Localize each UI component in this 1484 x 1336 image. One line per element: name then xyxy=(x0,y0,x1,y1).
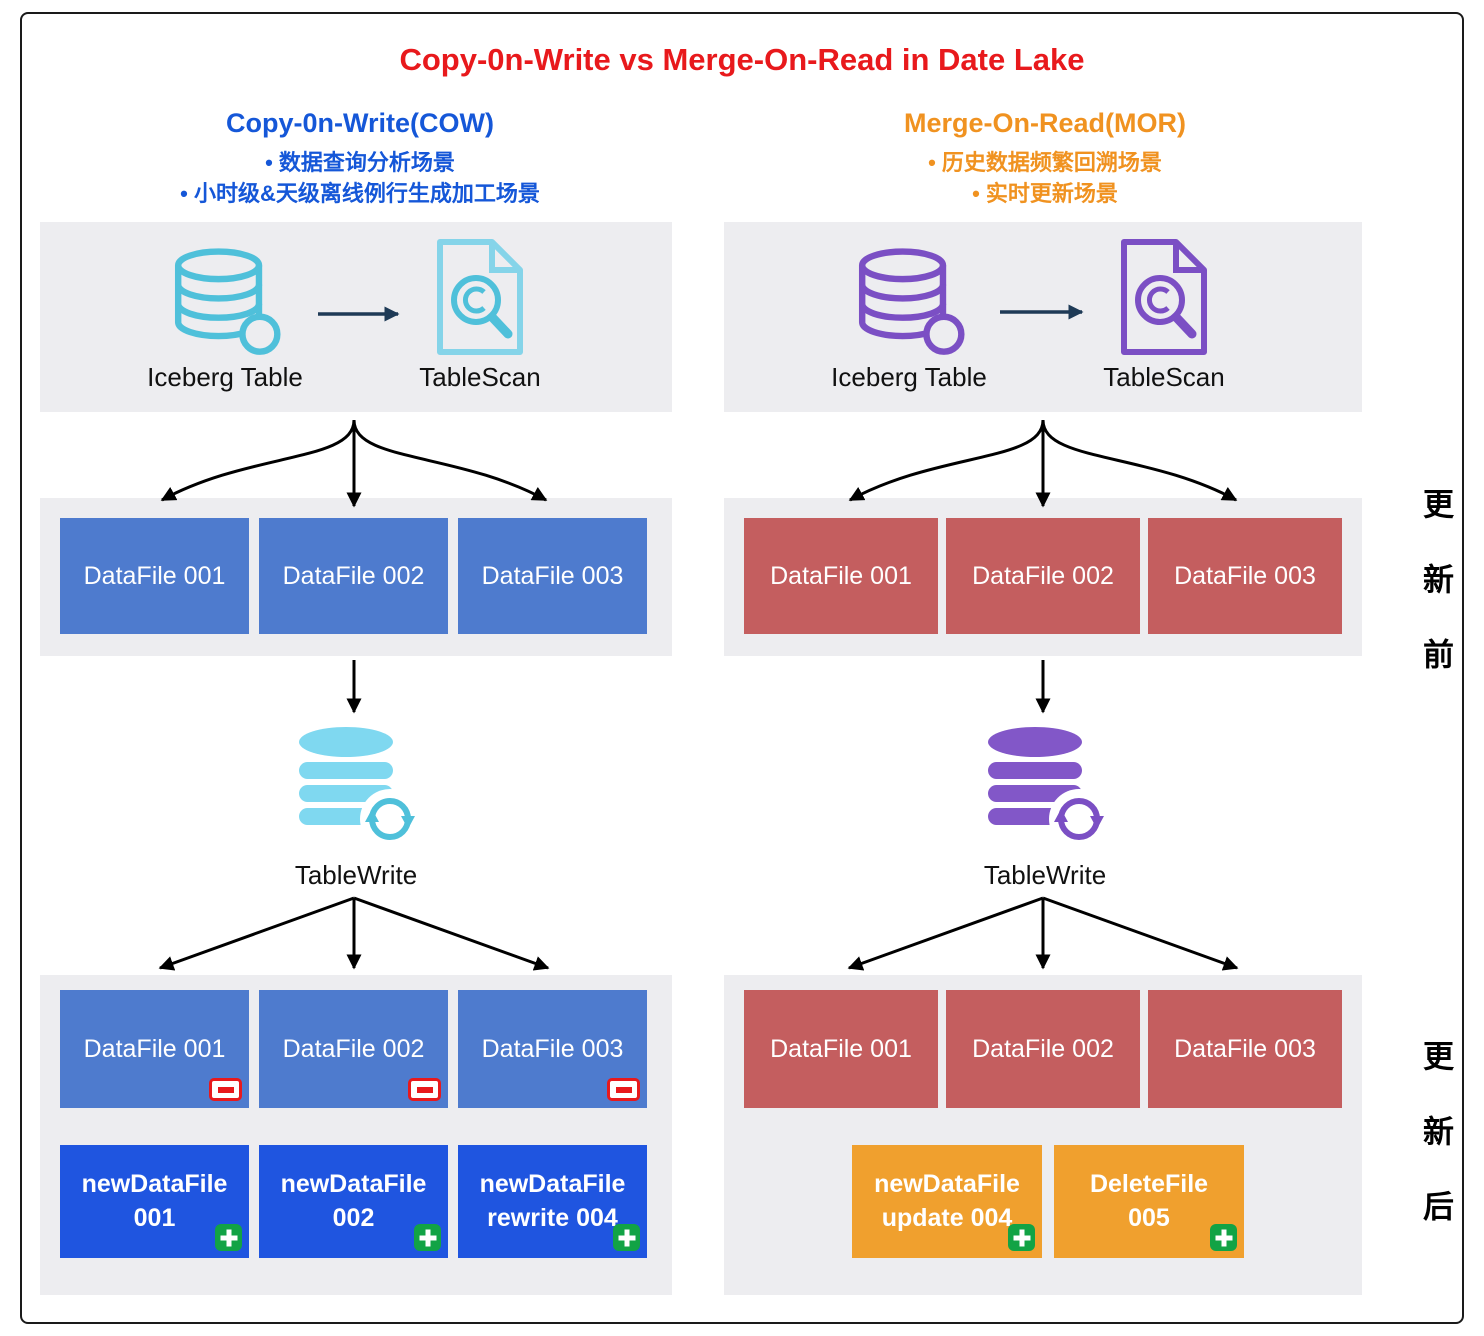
cow-scan-panel: Iceberg Table TableScan xyxy=(40,222,672,412)
file-label: DataFile 003 xyxy=(481,1034,624,1063)
mor-bullet-2: • 实时更新场景 xyxy=(972,181,1118,206)
database-icon xyxy=(858,248,965,355)
mor-tablewrite-label: TableWrite xyxy=(983,860,1107,890)
cow-iceberg-label: Iceberg Table xyxy=(147,362,303,392)
cow-tablescan-label: TableScan xyxy=(419,362,541,392)
cow-header-block: Copy-0n-Write(COW) • 数据查询分析场景 • 小时级&天级离线… xyxy=(60,108,660,209)
minus-badge-icon xyxy=(209,1078,242,1101)
mor-after-datafile-002: DataFile 002 xyxy=(946,990,1140,1108)
cow-datafile-001: DataFile 001 xyxy=(60,518,249,634)
database-sync-icon xyxy=(299,727,420,849)
mor-datafile-003: DataFile 003 xyxy=(1148,518,1342,634)
cow-after-datafile-002: DataFile 002 xyxy=(259,990,448,1108)
cow-bullet-2: • 小时级&天级离线例行生成加工场景 xyxy=(180,181,540,206)
cow-datafile-003: DataFile 003 xyxy=(458,518,647,634)
plus-badge-icon xyxy=(613,1224,640,1251)
plus-badge-icon xyxy=(1008,1224,1035,1251)
cow-newdatafile-rewrite-004: newDataFile rewrite 004 xyxy=(458,1145,647,1258)
mor-bullet-1: • 历史数据频繁回溯场景 xyxy=(928,150,1162,175)
cow-tablewrite-label: TableWrite xyxy=(294,860,418,890)
cow-newdatafile-002: newDataFile 002 xyxy=(259,1145,448,1258)
database-icon xyxy=(174,248,281,355)
mor-scan-panel: Iceberg Table TableScan xyxy=(724,222,1362,412)
cow-newdatafile-001: newDataFile 001 xyxy=(60,1145,249,1258)
cow-bullet-1: • 数据查询分析场景 xyxy=(265,150,455,175)
mor-tablescan-label: TableScan xyxy=(1103,362,1225,392)
database-sync-icon xyxy=(988,727,1109,849)
mor-after-datafile-001: DataFile 001 xyxy=(744,990,938,1108)
mor-datafile-001: DataFile 001 xyxy=(744,518,938,634)
document-search-icon xyxy=(1121,239,1207,355)
document-search-icon xyxy=(437,239,523,355)
mor-header-block: Merge-On-Read(MOR) • 历史数据频繁回溯场景 • 实时更新场景 xyxy=(760,108,1330,209)
file-label: DataFile 001 xyxy=(83,1034,226,1063)
plus-badge-icon xyxy=(414,1224,441,1251)
file-label: DeleteFile 005 xyxy=(1089,1169,1209,1232)
cow-after-datafile-003: DataFile 003 xyxy=(458,990,647,1108)
cow-heading: Copy-0n-Write(COW) xyxy=(226,108,494,138)
mor-after-panel: DataFile 001 DataFile 002 DataFile 003 n… xyxy=(724,975,1362,1295)
minus-badge-icon xyxy=(607,1078,640,1101)
mor-datafile-002: DataFile 002 xyxy=(946,518,1140,634)
cow-after-panel: DataFile 001 DataFile 002 DataFile 003 n… xyxy=(40,975,672,1295)
mor-heading: Merge-On-Read(MOR) xyxy=(904,108,1186,138)
cow-before-panel: DataFile 001 DataFile 002 DataFile 003 xyxy=(40,498,672,656)
after-update-label: 更新后 xyxy=(1418,1040,1453,1265)
plus-badge-icon xyxy=(215,1224,242,1251)
file-label: newDataFile update 004 xyxy=(874,1169,1020,1232)
mor-after-datafile-003: DataFile 003 xyxy=(1148,990,1342,1108)
file-label: newDataFile rewrite 004 xyxy=(479,1169,626,1232)
file-label: newDataFile 001 xyxy=(81,1169,228,1232)
file-label: DataFile 002 xyxy=(282,1034,425,1063)
cow-datafile-002: DataFile 002 xyxy=(259,518,448,634)
before-update-label: 更新前 xyxy=(1418,488,1453,713)
minus-badge-icon xyxy=(408,1078,441,1101)
mor-before-panel: DataFile 001 DataFile 002 DataFile 003 xyxy=(724,498,1362,656)
mor-newdatafile-update-004: newDataFile update 004 xyxy=(852,1145,1042,1258)
page-title: Copy-0n-Write vs Merge-On-Read in Date L… xyxy=(399,42,1085,77)
plus-badge-icon xyxy=(1210,1224,1237,1251)
cow-after-datafile-001: DataFile 001 xyxy=(60,990,249,1108)
mor-iceberg-label: Iceberg Table xyxy=(831,362,987,392)
file-label: newDataFile 002 xyxy=(280,1169,427,1232)
mor-deletefile-005: DeleteFile 005 xyxy=(1054,1145,1244,1258)
diagram-frame xyxy=(20,12,1464,1324)
